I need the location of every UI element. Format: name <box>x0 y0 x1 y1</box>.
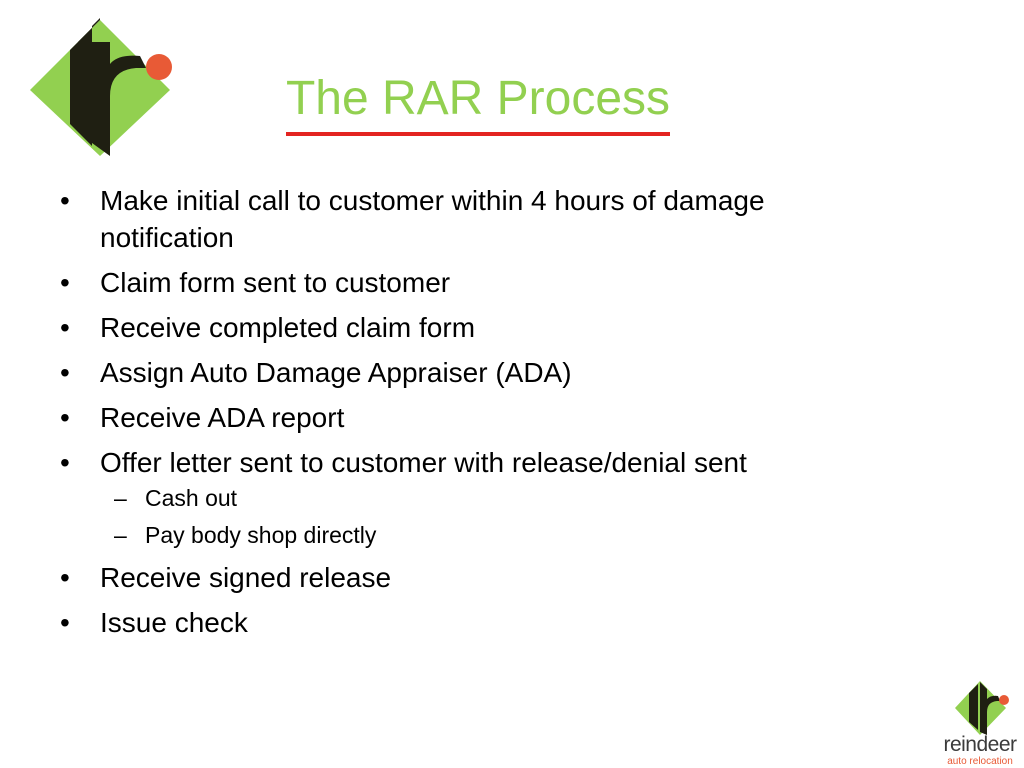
brand-tagline: auto relocation <box>947 756 1013 767</box>
brand-name: reindeer <box>943 733 1017 756</box>
process-step: Assign Auto Damage Appraiser (ADA) <box>58 354 878 391</box>
reindeer-small-logo-icon <box>955 681 1009 735</box>
slide-title-text: The RAR Process <box>285 68 671 136</box>
process-step-with-options: Offer letter sent to customer with relea… <box>58 444 878 551</box>
reindeer-logo-icon <box>30 18 172 156</box>
offer-options-list: Cash out Pay body shop directly <box>100 483 878 551</box>
offer-option: Pay body shop directly <box>100 520 878 551</box>
process-step: Make initial call to customer within 4 h… <box>58 182 878 256</box>
process-step: Receive completed claim form <box>58 309 878 346</box>
process-step: Claim form sent to customer <box>58 264 878 301</box>
process-step: Receive signed release <box>58 559 878 596</box>
brand-logo: reindeer auto relocation <box>936 680 1024 768</box>
process-step-text: Offer letter sent to customer with relea… <box>100 447 747 478</box>
slide-title: The RAR Process <box>0 68 956 136</box>
process-step: Receive ADA report <box>58 399 878 436</box>
process-step: Issue check <box>58 604 878 641</box>
offer-option: Cash out <box>100 483 878 514</box>
process-steps-list: Make initial call to customer within 4 h… <box>58 182 878 649</box>
